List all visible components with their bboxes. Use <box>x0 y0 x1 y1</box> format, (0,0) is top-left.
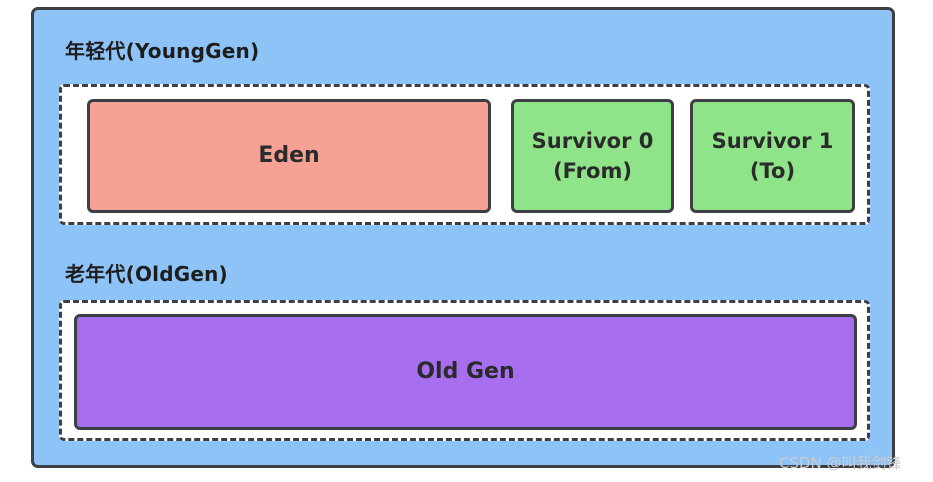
survivor-0-region: Survivor 0 (From) <box>511 99 674 213</box>
survivor-0-label: Survivor 0 <box>531 129 654 153</box>
eden-label: Eden <box>258 143 320 168</box>
old-gen-region: Old Gen <box>74 314 857 430</box>
eden-region: Eden <box>87 99 491 213</box>
survivor-0-sublabel: (From) <box>553 159 632 183</box>
watermark: CSDN @叫我剑锋 <box>779 454 902 472</box>
survivor-1-sublabel: (To) <box>749 159 796 183</box>
old-gen-label: 老年代(OldGen) <box>65 262 228 286</box>
survivor-1-region: Survivor 1 (To) <box>690 99 855 213</box>
old-gen-region-label: Old Gen <box>416 359 515 384</box>
survivor-1-label: Survivor 1 <box>711 129 834 153</box>
young-gen-label: 年轻代(YoungGen) <box>65 39 260 63</box>
